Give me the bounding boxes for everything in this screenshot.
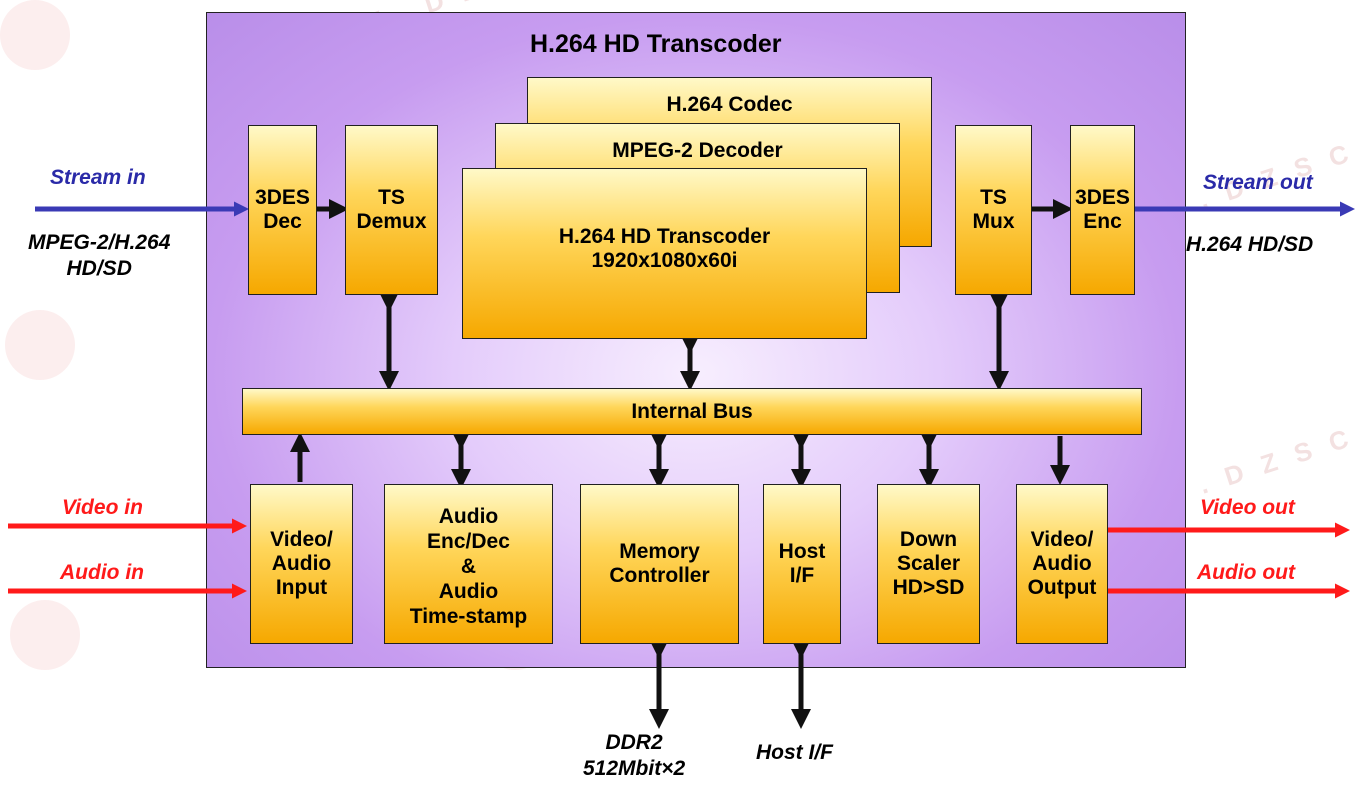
ts-mux-block: TS Mux	[955, 125, 1032, 295]
internal-bus-block: Internal Bus	[242, 388, 1142, 435]
av-input-block: Video/ Audio Input	[250, 484, 353, 644]
stream-in-label: Stream in	[50, 166, 146, 189]
h264-transcoder-block: H.264 HD Transcoder 1920x1080x60i	[462, 168, 867, 339]
stream-out-format-label: H.264 HD/SD	[1186, 233, 1314, 256]
video-in-label: Video in	[62, 496, 143, 519]
av-output-block: Video/ Audio Output	[1016, 484, 1108, 644]
stream-in-format-label: MPEG-2/H.264 HD/SD	[28, 231, 171, 280]
host-if-block: Host I/F	[763, 484, 841, 644]
ts-demux-block: TS Demux	[345, 125, 438, 295]
3des-dec-block: 3DES Dec	[248, 125, 317, 295]
video-out-label: Video out	[1200, 496, 1295, 519]
watermark-logo-icon	[10, 600, 80, 670]
ddr2-label: DDR2 512Mbit×2	[583, 731, 686, 780]
diagram-title: H.264 HD Transcoder	[530, 30, 782, 58]
watermark-logo-icon	[0, 0, 70, 70]
audio-in-label: Audio in	[60, 561, 144, 584]
stream-out-label: Stream out	[1203, 171, 1313, 194]
down-scaler-block: Down Scaler HD>SD	[877, 484, 980, 644]
3des-enc-block: 3DES Enc	[1070, 125, 1135, 295]
audio-out-label: Audio out	[1197, 561, 1295, 584]
watermark-logo-icon	[5, 310, 75, 380]
host-if-external-label: Host I/F	[756, 741, 833, 764]
audio-enc-dec-block: Audio Enc/Dec & Audio Time-stamp	[384, 484, 553, 644]
memory-controller-block: Memory Controller	[580, 484, 739, 644]
